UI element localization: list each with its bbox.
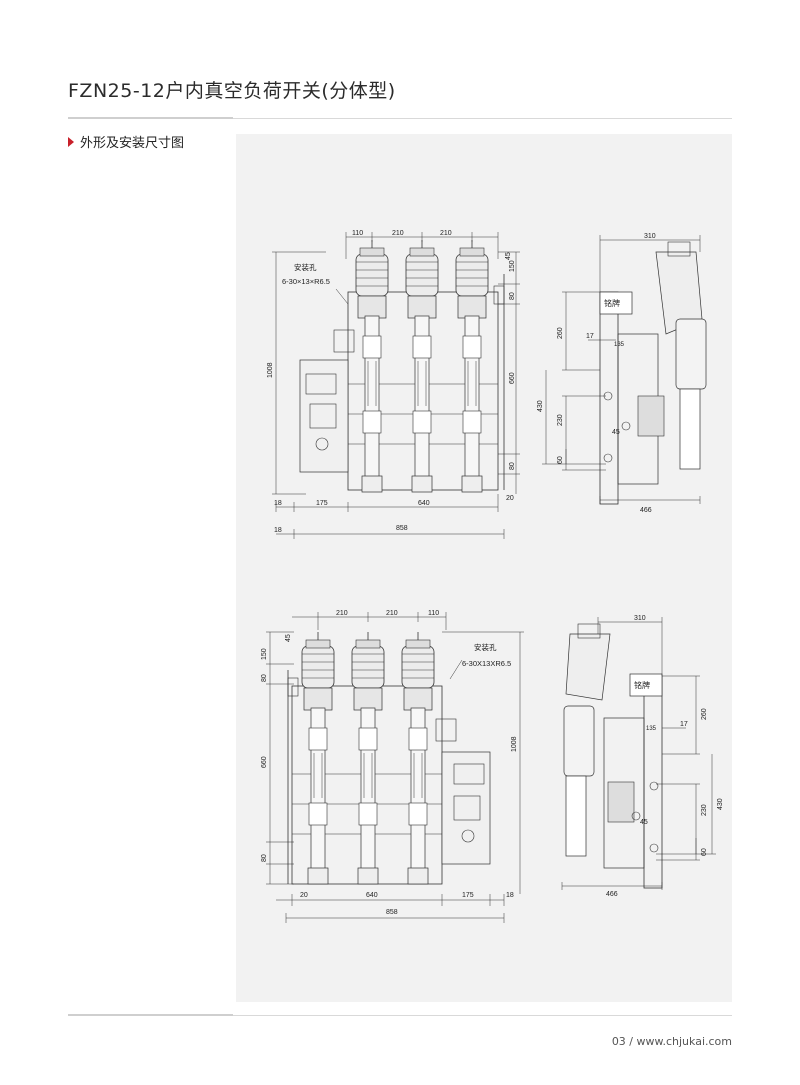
header-divider-accent: [68, 117, 233, 119]
dim-label: 310: [634, 615, 646, 622]
dim-label: 20: [506, 495, 514, 502]
page-title: FZN25-12户内真空负荷开关(分体型): [68, 80, 396, 102]
dim-label: 1008: [511, 736, 518, 752]
dim-label: 230: [701, 804, 708, 816]
dim-label: 17: [680, 721, 688, 728]
dim-label: 17: [586, 333, 594, 340]
dim-label: 135: [646, 726, 657, 732]
dim-label: 60: [701, 848, 708, 856]
dim-label: 210: [386, 610, 398, 617]
dim-label: 260: [557, 327, 564, 339]
top-callout-title: 安装孔: [294, 262, 317, 272]
header-divider: [68, 118, 732, 119]
drawing-panel: 安装孔 6-30×13×R6.5 110 210 210 45 150 80 6…: [236, 134, 732, 1002]
triangle-bullet-icon: [68, 137, 74, 147]
dim-label: 210: [440, 230, 452, 237]
dim-label: 175: [316, 500, 328, 507]
dim-label: 18: [506, 892, 514, 899]
dim-label: 858: [386, 909, 398, 916]
top-front-view: 安装孔 6-30×13×R6.5 110 210 210 45 150 80 6…: [267, 230, 520, 539]
dim-label: 466: [606, 891, 618, 898]
footer-divider-accent: [68, 1014, 233, 1016]
dim-label: 230: [557, 414, 564, 426]
dim-label: 135: [614, 342, 625, 348]
dim-label: 640: [366, 892, 378, 899]
section-heading: 外形及安装尺寸图: [68, 132, 184, 151]
dim-label: 430: [717, 798, 724, 810]
dim-label: 45: [285, 634, 292, 642]
page-footer: 03 / www.chjukai.com: [611, 1035, 732, 1048]
dim-label: 175: [462, 892, 474, 899]
footer-divider: [68, 1015, 732, 1016]
bottom-callout-title: 安装孔: [474, 642, 497, 652]
dim-label: 150: [261, 648, 268, 660]
dim-label: 858: [396, 525, 408, 532]
dim-label: 80: [509, 462, 516, 470]
dim-label: 210: [336, 610, 348, 617]
bottom-side-view: 铭牌 310 260 17 135: [561, 615, 724, 898]
dim-label: 45: [640, 819, 648, 826]
section-label: 外形及安装尺寸图: [80, 136, 185, 151]
bottom-callout-spec: 6-30X13XR6.5: [462, 659, 511, 668]
top-side-view: 铭牌 310 260 17 135: [537, 233, 707, 514]
bottom-front-view: 安装孔 6-30X13XR6.5 210 210 110 45 150 80 6…: [261, 610, 524, 923]
dim-label: 80: [261, 674, 268, 682]
dim-label: 110: [428, 610, 439, 617]
dim-label: 60: [557, 456, 564, 464]
nameplate-label: 铭牌: [604, 298, 620, 308]
dim-label: 310: [644, 233, 656, 240]
dim-label: 80: [261, 854, 268, 862]
top-callout-spec: 6-30×13×R6.5: [282, 277, 330, 286]
dim-label: 210: [392, 230, 404, 237]
dim-label: 466: [640, 507, 652, 514]
dim-label: 1008: [267, 362, 274, 378]
dim-label: 640: [418, 500, 430, 507]
dim-label: 80: [509, 292, 516, 300]
dim-label: 110: [352, 230, 363, 237]
dim-label: 660: [261, 756, 268, 768]
technical-drawing: 安装孔 6-30×13×R6.5 110 210 210 45 150 80 6…: [261, 230, 724, 923]
dim-label: 20: [300, 892, 308, 899]
dim-label: 18: [274, 527, 282, 534]
dim-label: 660: [509, 372, 516, 384]
nameplate-label: 铭牌: [634, 680, 650, 690]
dim-label: 430: [537, 400, 544, 412]
dim-label: 18: [274, 500, 282, 507]
dim-label: 150: [509, 260, 516, 272]
dim-label: 45: [612, 429, 620, 436]
dim-label: 260: [701, 708, 708, 720]
dim-label: 45: [505, 252, 512, 260]
